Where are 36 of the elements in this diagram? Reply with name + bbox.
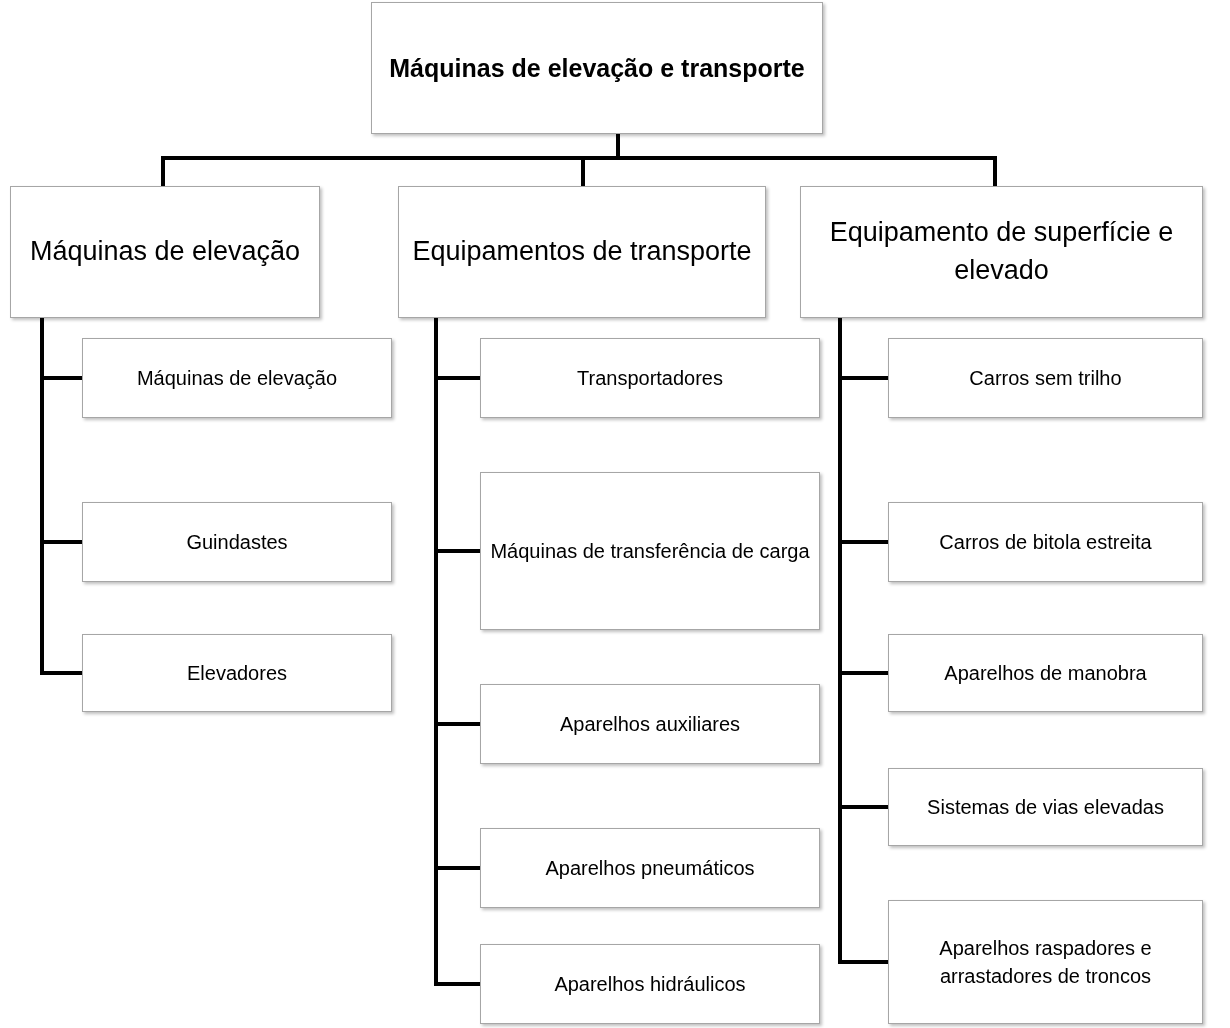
category-box: [398, 186, 766, 318]
item-box: [888, 338, 1203, 418]
title-box: [371, 2, 823, 134]
item-box: [888, 768, 1203, 846]
item-box: [480, 828, 820, 908]
node-label: Aparelhos raspadores e arrastadores de troncos: [938, 936, 1153, 989]
node-label: Equipamentos de transporte: [412, 235, 752, 269]
node-label: Máquinas de elevação e transporte: [389, 52, 805, 84]
node-label: Máquinas de elevação: [136, 366, 338, 391]
node-label: Aparelhos auxiliares: [559, 712, 741, 737]
node-label: Transportadores: [577, 366, 723, 391]
node-label: Aparelhos de manobra: [944, 661, 1147, 686]
item-box: [888, 900, 1203, 1024]
item-box: [888, 634, 1203, 712]
item-box: [480, 944, 820, 1024]
category-box: [10, 186, 320, 318]
item-box: [82, 634, 392, 712]
node-label: Guindastes: [186, 530, 288, 555]
category-box: [800, 186, 1203, 318]
connector-line: [616, 134, 997, 186]
node-label: Equipamento de superfície e elevado: [828, 216, 1175, 287]
node-label: Elevadores: [186, 661, 288, 686]
item-box: [480, 338, 820, 418]
connector-line: [40, 318, 82, 675]
item-box: [888, 502, 1203, 582]
node-label: Carros sem trilho: [969, 366, 1122, 391]
item-box: [82, 338, 392, 418]
node-label: Aparelhos pneumáticos: [545, 856, 755, 881]
node-label: Máquinas de elevação: [29, 235, 301, 269]
node-label: Aparelhos hidráulicos: [554, 972, 746, 997]
node-label: Máquinas de transferência de carga: [490, 539, 810, 564]
node-label: Carros de bitola estreita: [939, 530, 1152, 555]
item-box: [480, 472, 820, 630]
item-box: [82, 502, 392, 582]
item-box: [480, 684, 820, 764]
node-label: Sistemas de vias elevadas: [927, 795, 1164, 820]
